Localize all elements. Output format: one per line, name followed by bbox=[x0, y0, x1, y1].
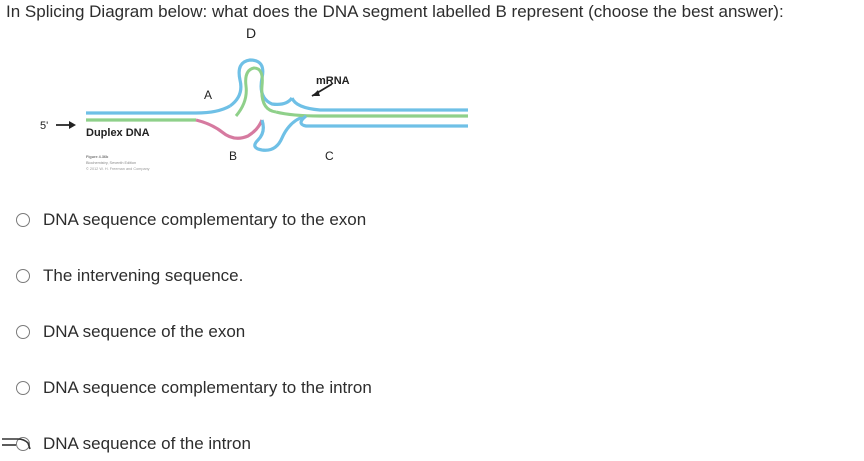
intron-loop-b bbox=[195, 118, 264, 140]
label-d: D bbox=[246, 25, 256, 41]
label-a: A bbox=[204, 88, 212, 102]
label-c: C bbox=[325, 149, 334, 163]
label-5-prime: 5' bbox=[40, 120, 48, 132]
option-label: The intervening sequence. bbox=[43, 266, 244, 285]
mrna-strand bbox=[275, 110, 468, 118]
loop-d-blue bbox=[229, 58, 294, 108]
option-label: DNA sequence complementary to the intron bbox=[43, 378, 372, 397]
label-duplex-dna: Duplex DNA bbox=[86, 127, 150, 139]
option-label: DNA sequence complementary to the exon bbox=[43, 210, 367, 229]
radio-icon[interactable] bbox=[16, 325, 30, 339]
option-complementary-exon[interactable]: DNA sequence complementary to the exon bbox=[16, 205, 366, 235]
option-intervening-sequence[interactable]: The intervening sequence. bbox=[16, 261, 243, 291]
radio-icon[interactable] bbox=[16, 213, 30, 227]
blue-strand-right-top bbox=[290, 97, 468, 112]
option-complementary-intron[interactable]: DNA sequence complementary to the intron bbox=[16, 373, 372, 403]
question-text: In Splicing Diagram below: what does the… bbox=[6, 2, 784, 21]
blue-strand-left bbox=[86, 104, 231, 115]
radio-icon[interactable] bbox=[16, 381, 30, 395]
label-b: B bbox=[229, 149, 237, 163]
mrna-arrowhead bbox=[312, 90, 320, 96]
knot-lower-blue bbox=[253, 114, 307, 152]
hand-cursor-icon bbox=[2, 438, 31, 450]
radio-icon[interactable] bbox=[16, 269, 30, 283]
caption-line-1: Figure 4.36b bbox=[86, 155, 109, 159]
option-intron-sequence[interactable]: DNA sequence of the intron bbox=[16, 429, 251, 459]
caption-line-3: © 2012 W. H. Freeman and Company bbox=[86, 167, 150, 171]
option-label: DNA sequence of the intron bbox=[43, 434, 251, 453]
option-exon-sequence[interactable]: DNA sequence of the exon bbox=[16, 317, 245, 347]
splicing-diagram: D A B C mRNA 5' Duplex DNA Figure 4.36b … bbox=[40, 25, 468, 171]
loop-d-green bbox=[234, 66, 277, 117]
blue-strand-right-bottom bbox=[299, 114, 468, 128]
option-label: DNA sequence of the exon bbox=[43, 322, 246, 341]
label-mrna: mRNA bbox=[316, 75, 350, 87]
radio-icon[interactable] bbox=[16, 437, 30, 451]
caption-line-2: Biochemistry, Seventh Edition bbox=[86, 161, 136, 165]
five-prime-arrowhead bbox=[69, 121, 76, 129]
